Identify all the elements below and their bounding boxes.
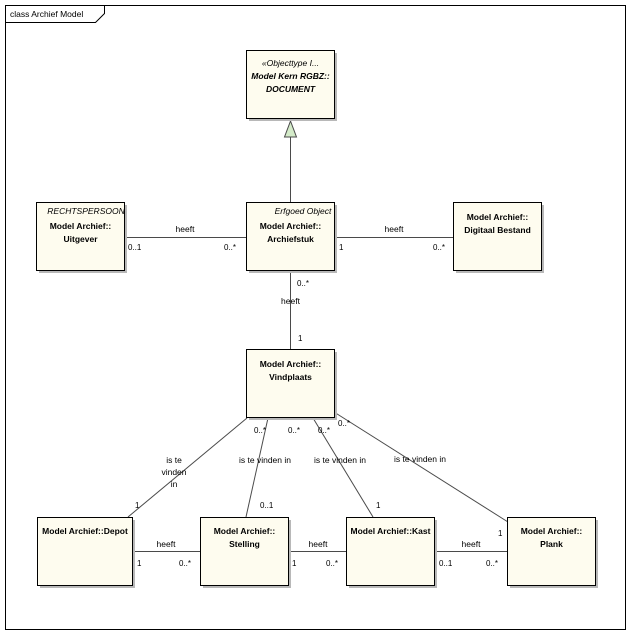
multiplicity: 1	[339, 243, 344, 252]
class-plank[interactable]: Model Archief:: Plank	[507, 517, 599, 589]
class-kast[interactable]: Model Archief::Kast	[346, 517, 438, 589]
archiefstuk-stereotype: Erfgoed Object	[275, 206, 332, 216]
class-uitgever[interactable]: RECHTSPERSOON Model Archief:: Uitgever	[36, 202, 128, 274]
digitaal-package: Model Archief::	[467, 212, 529, 222]
multiplicity: 0..*	[288, 426, 300, 435]
multiplicity: 0..1	[128, 243, 142, 252]
assoc-label: is te vinden in	[314, 455, 366, 465]
uitgever-stereotype: RECHTSPERSOON	[47, 206, 125, 216]
multiplicity: 0..*	[179, 559, 191, 568]
vindplaats-name: Vindplaats	[269, 372, 312, 382]
diagram-title: class Archief Model	[10, 9, 83, 19]
multiplicity: 0..*	[338, 419, 350, 428]
document-stereotype: «Objecttype I...	[262, 58, 319, 68]
assoc-vindplaats-kast	[312, 417, 374, 518]
vindplaats-package: Model Archief::	[260, 359, 322, 369]
uitgever-package: Model Archief::	[50, 221, 112, 231]
assoc-label: heeft	[176, 224, 196, 234]
multiplicity: 1	[137, 559, 142, 568]
class-archiefstuk[interactable]: Erfgoed Object Model Archief:: Archiefst…	[246, 202, 338, 274]
multiplicity: 0..*	[297, 279, 309, 288]
plank-package: Model Archief::	[521, 526, 583, 536]
assoc-label: in	[171, 479, 178, 489]
stelling-package: Model Archief::	[214, 526, 276, 536]
multiplicity: 0..*	[224, 243, 236, 252]
uitgever-name: Uitgever	[63, 234, 98, 244]
class-document[interactable]: «Objecttype I... Model Kern RGBZ:: DOCUM…	[246, 50, 338, 122]
assoc-label: heeft	[462, 539, 482, 549]
assoc-vindplaats-plank	[333, 411, 509, 523]
archiefstuk-package: Model Archief::	[260, 221, 322, 231]
assoc-label: vinden	[161, 467, 186, 477]
multiplicity: 0..*	[326, 559, 338, 568]
multiplicity: 0..1	[439, 559, 453, 568]
assoc-vindplaats-stelling	[245, 417, 269, 518]
archiefstuk-name: Archiefstuk	[267, 234, 314, 244]
multiplicity: 0..*	[318, 426, 330, 435]
assoc-label: is te	[166, 455, 182, 465]
generalization-arrow	[283, 119, 298, 138]
class-digitaal-bestand[interactable]: Model Archief:: Digitaal Bestand	[453, 202, 545, 274]
multiplicity: 1	[298, 334, 303, 343]
document-package: Model Kern RGBZ::	[251, 71, 330, 81]
assoc-vindplaats-depot	[127, 417, 248, 518]
assoc-label: heeft	[385, 224, 405, 234]
multiplicity: 0..*	[254, 426, 266, 435]
digitaal-name: Digitaal Bestand	[464, 225, 531, 235]
plank-name: Plank	[540, 539, 563, 549]
diagram-title-tab	[5, 5, 105, 23]
multiplicity: 1	[498, 529, 503, 538]
multiplicity: 0..1	[260, 501, 274, 510]
stelling-name: Stelling	[229, 539, 260, 549]
multiplicity: 1	[376, 501, 381, 510]
multiplicity: 0..*	[433, 243, 445, 252]
multiplicity: 1	[292, 559, 297, 568]
kast-name: Model Archief::Kast	[351, 526, 431, 536]
class-vindplaats[interactable]: Model Archief:: Vindplaats	[246, 349, 338, 421]
multiplicity: 0..*	[486, 559, 498, 568]
diagram-frame	[5, 5, 626, 630]
assoc-label: is te vinden in	[394, 454, 446, 464]
depot-name: Model Archief::Depot	[42, 526, 128, 536]
assoc-label: heeft	[309, 539, 329, 549]
assoc-label: heeft	[157, 539, 177, 549]
assoc-label: is te vinden in	[239, 455, 291, 465]
assoc-label: heeft	[281, 296, 301, 306]
document-name: DOCUMENT	[266, 84, 316, 94]
class-depot[interactable]: Model Archief::Depot	[37, 517, 136, 589]
multiplicity: 1	[135, 501, 140, 510]
class-stelling[interactable]: Model Archief:: Stelling	[200, 517, 292, 589]
